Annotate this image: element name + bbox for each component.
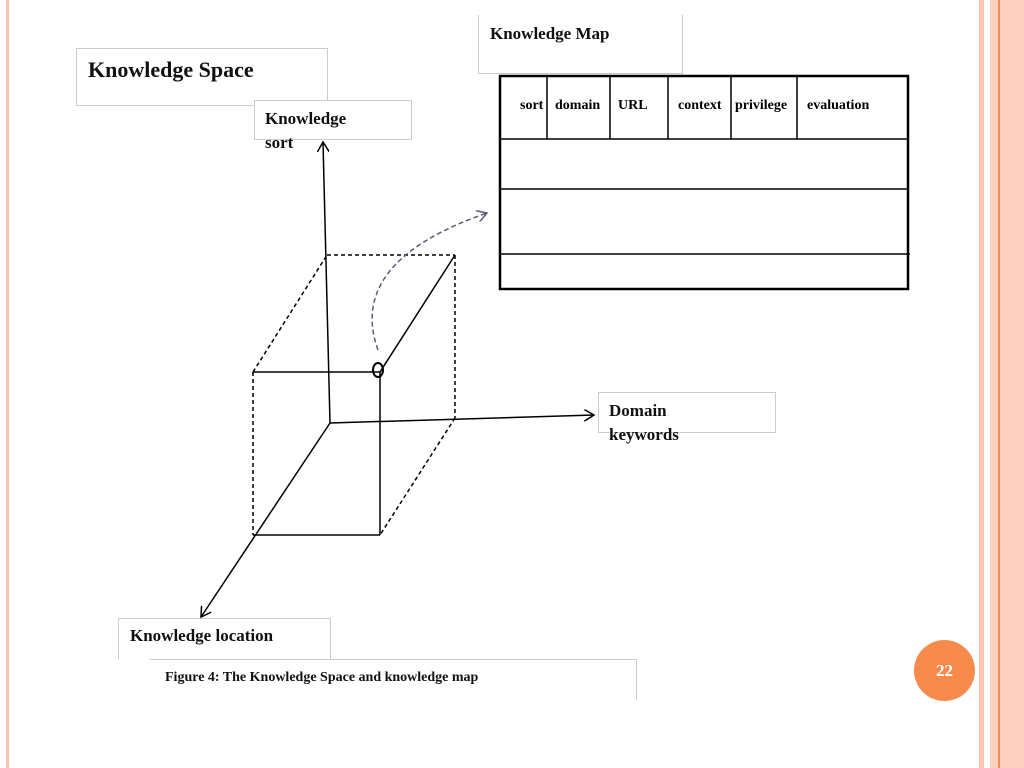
axes <box>201 142 594 617</box>
left-border-stripe <box>6 0 9 768</box>
domain-keywords-axis <box>329 415 594 424</box>
col-domain: domain <box>555 98 601 113</box>
knowledge-location-axis <box>201 422 331 617</box>
col-evaluation: evaluation <box>807 98 870 113</box>
figure-caption: Figure 4: The Knowledge Space and knowle… <box>165 670 479 685</box>
knowledge-space-title: Knowledge Space <box>88 57 254 82</box>
domain-keywords-label-line1: Domain <box>609 401 667 420</box>
knowledge-location-label-box: Knowledge location <box>118 618 331 659</box>
col-url: URL <box>618 98 648 113</box>
knowledge-map-title: Knowledge Map <box>490 24 610 43</box>
knowledge-point <box>372 362 384 378</box>
cube <box>252 254 456 536</box>
domain-keywords-label-box: Domain keywords <box>598 392 776 444</box>
col-context: context <box>678 98 722 113</box>
caption-box: Figure 4: The Knowledge Space and knowle… <box>150 659 637 700</box>
knowledge-location-label: Knowledge location <box>130 626 274 645</box>
page-number-badge: 22 <box>914 640 975 701</box>
knowledge-sort-axis <box>323 142 331 424</box>
knowledge-sort-label-line2: sort <box>265 133 294 152</box>
knowledge-sort-label-line1: Knowledge <box>265 109 347 128</box>
knowledge-space-title-box: Knowledge Space <box>76 48 328 106</box>
domain-keywords-label-line2: keywords <box>609 425 679 444</box>
mapping-arrow <box>371 213 487 351</box>
col-privilege: privilege <box>735 98 788 113</box>
knowledge-sort-label-box: Knowledge sort <box>254 100 412 152</box>
knowledge-map-table <box>498 74 910 291</box>
knowledge-map-title-box: Knowledge Map <box>478 15 683 74</box>
col-sort: sort <box>520 98 544 113</box>
right-border-line <box>998 0 1000 768</box>
right-border-band <box>990 0 1024 768</box>
right-border-stripe <box>979 0 984 768</box>
